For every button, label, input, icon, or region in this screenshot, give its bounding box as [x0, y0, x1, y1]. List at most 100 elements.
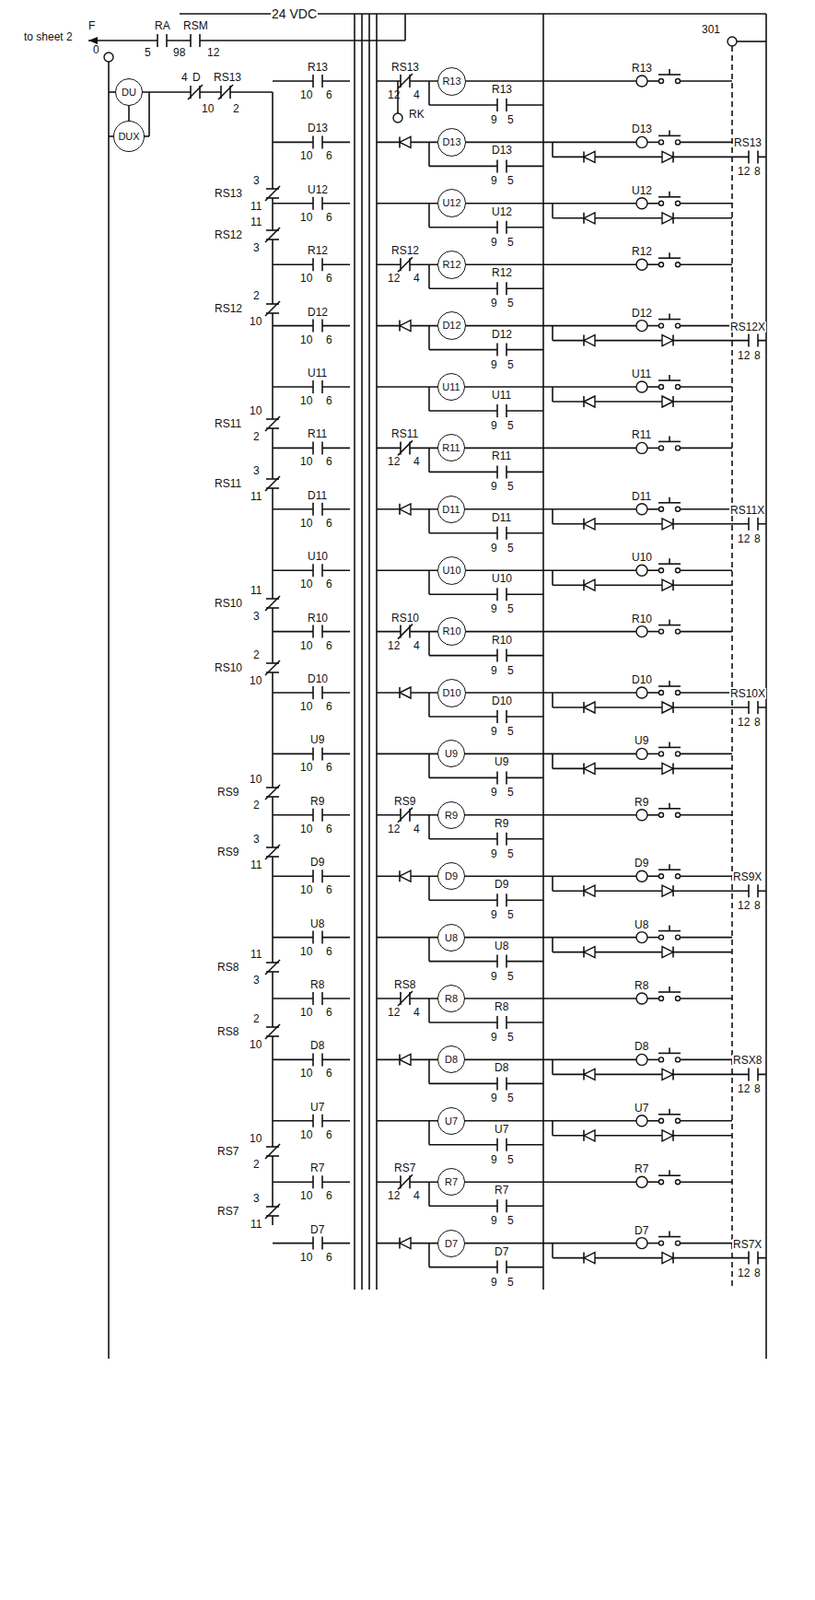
relay-contact — [313, 873, 323, 879]
push-button — [668, 374, 671, 381]
wire — [376, 447, 637, 450]
contact-label: R13 — [491, 83, 513, 95]
contact-label: 10 — [300, 272, 313, 284]
indicator-lamp — [636, 626, 648, 638]
relay-contact — [497, 896, 507, 903]
wire — [551, 326, 554, 341]
indicator-lamp — [636, 931, 648, 944]
contact-label: U7 — [634, 1102, 649, 1114]
wire — [680, 263, 733, 266]
contact-label: U12 — [491, 206, 513, 218]
relay-contact — [496, 770, 499, 784]
contact-label: RS11X — [729, 504, 766, 516]
contact-label: D13 — [491, 144, 513, 156]
relay-contact — [496, 98, 499, 112]
diode-symbol — [672, 1129, 675, 1141]
contact-label: 6 — [326, 395, 333, 407]
diode-symbol — [672, 395, 675, 408]
contact-label: 4 — [413, 640, 420, 652]
contact-label: 2 — [253, 290, 260, 302]
push-button — [659, 323, 664, 328]
contact-label: R10 — [307, 612, 328, 624]
contact-label: RS7X — [732, 1238, 763, 1250]
diode-symbol — [582, 518, 585, 530]
wire — [647, 1119, 659, 1122]
push-button — [668, 435, 671, 442]
push-button — [659, 690, 664, 696]
contact-label: 2 — [253, 1158, 260, 1170]
diode-symbol — [582, 151, 585, 163]
relay-coil: U10 — [437, 556, 466, 585]
diode-symbol — [398, 136, 401, 148]
wire — [647, 630, 659, 633]
wire — [271, 92, 274, 1225]
wire — [429, 287, 544, 290]
push-button — [675, 812, 681, 817]
indicator-lamp — [636, 442, 648, 454]
indicator-lamp — [636, 503, 648, 515]
wire — [88, 39, 406, 42]
coil-name: R12 — [442, 259, 461, 270]
relay-contact — [756, 1251, 759, 1265]
diode-symbol — [672, 762, 675, 774]
contact-label: 5 — [507, 236, 514, 248]
diode-symbol — [398, 1053, 401, 1065]
contact-label: 8 — [754, 533, 761, 545]
contact-label: 10 — [300, 517, 313, 529]
diode-symbol — [582, 579, 585, 591]
wire — [428, 631, 431, 656]
contact-label: R9 — [634, 796, 649, 808]
contact-label: 4 — [181, 71, 188, 83]
contact-label: RS13 — [391, 61, 420, 73]
coil-name: U10 — [442, 565, 461, 576]
wire — [429, 960, 544, 963]
contact-label: 10 — [300, 640, 313, 652]
relay-contact — [497, 224, 507, 231]
coil-name: D9 — [444, 871, 458, 882]
wire — [647, 814, 659, 816]
contact-label: 9 — [490, 480, 498, 492]
contact-label: 11 — [250, 859, 262, 871]
push-button — [668, 129, 671, 136]
contact-label: 6 — [326, 517, 333, 529]
relay-contact — [312, 441, 315, 455]
contact-label: RA — [154, 20, 171, 32]
diode-symbol — [582, 946, 585, 958]
push-button — [658, 139, 681, 145]
relay-contact — [313, 1056, 323, 1062]
contact-label: R11 — [631, 429, 652, 441]
wire — [272, 1119, 350, 1122]
indicator-lamp — [636, 1237, 648, 1249]
contact-label: 2 — [253, 649, 260, 661]
relay-contact — [312, 563, 315, 577]
contact-label: D10 — [631, 674, 652, 686]
contact-label: RS9 — [217, 846, 239, 858]
contact-label: 5 — [507, 1092, 514, 1104]
push-button — [659, 506, 664, 512]
relay-contact — [312, 319, 315, 333]
contact-label: D8 — [634, 1040, 649, 1052]
wire — [551, 386, 554, 402]
wire — [428, 1243, 431, 1268]
diode-symbol — [672, 1252, 675, 1264]
push-button — [658, 506, 681, 513]
relay-coil: D10 — [437, 678, 466, 708]
contact-label: 10 — [300, 1251, 313, 1263]
push-button — [658, 934, 681, 941]
contact-label: 5 — [507, 848, 514, 860]
wire — [552, 523, 733, 525]
push-button — [659, 1117, 664, 1123]
contact-label: 9 — [490, 848, 498, 860]
contact-label: R13 — [631, 62, 652, 74]
wire — [429, 165, 544, 168]
relay-contact — [321, 625, 324, 639]
contact-label: 10 — [300, 1189, 313, 1201]
contact-label: 3 — [253, 974, 260, 986]
relay-contact — [497, 407, 507, 414]
contact-label: 5 — [507, 1031, 514, 1043]
contact-label: F — [88, 20, 95, 32]
wire — [680, 141, 733, 144]
indicator-lamp — [636, 809, 648, 821]
relay-contact — [312, 1175, 315, 1188]
wire — [376, 202, 637, 205]
